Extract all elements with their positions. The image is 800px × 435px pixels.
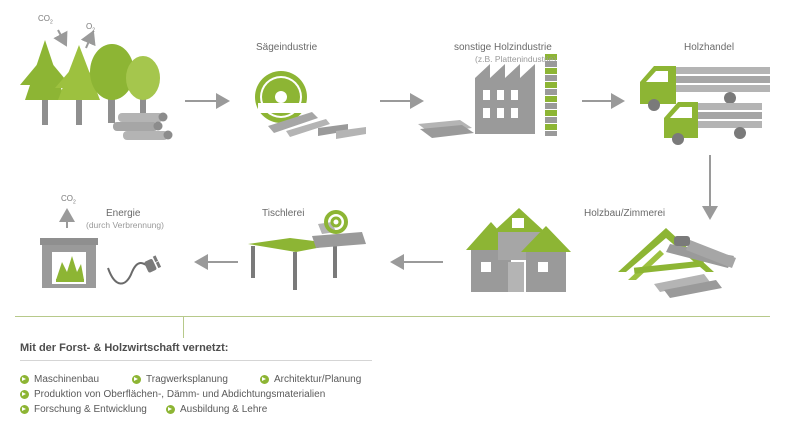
network-item: Maschinenbau [20, 374, 99, 385]
arrow-bullet-icon [20, 405, 29, 414]
sawmill-icon [255, 71, 366, 139]
network-item: Produktion von Oberflächen-, Dämm- und A… [20, 389, 325, 400]
houses-icon [466, 208, 571, 292]
divider-line [15, 316, 770, 317]
energie-co2-label: CO2 [61, 194, 76, 206]
label-tischlerei: Tischlerei [262, 208, 305, 219]
label-holzindustrie: sonstige Holzindustrie [454, 42, 552, 53]
plane-icon [312, 210, 366, 248]
truck-icon [640, 66, 770, 145]
network-item: Forschung & Entwicklung [20, 404, 147, 415]
o2-label: O2 [86, 22, 96, 34]
factory-icon [418, 54, 557, 138]
network-item: Architektur/Planung [260, 374, 361, 385]
logs-icon [113, 112, 173, 140]
network-item: Ausbildung & Lehre [166, 404, 267, 415]
network-title: Mit der Forst- & Holzwirtschaft vernetzt… [20, 342, 229, 354]
label-holzbau: Holzbau/Zimmerei [584, 208, 666, 219]
co2-label: CO2 [38, 14, 53, 26]
forest-icon [20, 29, 173, 140]
arrow-bullet-icon [132, 375, 141, 384]
arrow-bullet-icon [166, 405, 175, 414]
arrow-bullet-icon [20, 375, 29, 384]
plug-icon [107, 255, 162, 285]
chimney-icon [545, 54, 557, 136]
network-item: Tragwerksplanung [132, 374, 228, 385]
label-holzhandel: Holzhandel [684, 42, 735, 53]
fireplace-icon [40, 238, 98, 288]
arrow-bullet-icon [260, 375, 269, 384]
table-icon [248, 210, 366, 290]
network-title-underline [20, 360, 372, 361]
roof-truss-icon [618, 228, 736, 298]
label-saegeindustrie: Sägeindustrie [256, 42, 318, 53]
saw-icon [674, 236, 736, 268]
label-energie: Energie [106, 208, 141, 219]
arrow-bullet-icon [20, 390, 29, 399]
sublabel-energie: (durch Verbrennung) [86, 220, 164, 230]
sublabel-holzindustrie: (z.B. Plattenindustrie) [475, 54, 557, 64]
divider-tick [183, 316, 184, 338]
